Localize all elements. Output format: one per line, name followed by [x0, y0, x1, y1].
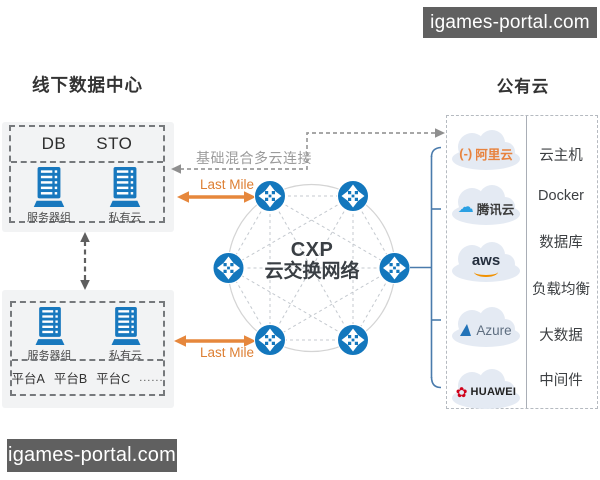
servers-row-bottom: 服务器组 私有云	[12, 307, 163, 363]
alibaba-cloud-logo: (-) 阿里云	[448, 125, 524, 171]
last-mile-arrow-top	[177, 191, 256, 203]
aws-logo: aws	[448, 237, 524, 283]
offline-datacenter-heading: 线下数据中心	[32, 75, 143, 95]
cxp-title: CXP	[290, 239, 334, 261]
offline-datacenter-bottom-panel: 服务器组 私有云	[2, 290, 174, 408]
router-icon	[212, 252, 245, 284]
cloud-icon	[452, 369, 520, 409]
cloud-icon	[452, 242, 520, 282]
provider-alibaba-cloud: (-) 阿里云	[448, 125, 524, 171]
azure-label: Azure	[476, 322, 512, 338]
watermark-bottom-left: igames-portal.com	[7, 439, 177, 472]
router-icon	[378, 252, 411, 284]
panel-divider	[526, 116, 527, 408]
azure-logo: Azure	[448, 302, 524, 348]
platform-c-label: 平台C	[96, 372, 131, 386]
db-label: DB	[41, 134, 67, 153]
platform-a-label: 平台A	[11, 372, 45, 386]
provider-huawei: ✿ HUAWEI	[448, 364, 524, 410]
last-mile-bottom-label: Last Mile	[200, 345, 255, 360]
router-icon	[254, 324, 286, 356]
server-rack-icon	[109, 167, 141, 207]
provider-tencent-cloud: ☁ 腾讯云	[448, 180, 524, 226]
public-cloud-heading: 公有云	[496, 78, 550, 96]
server-rack-icon	[33, 167, 65, 207]
datacenter-bottom-dashed-border: 服务器组 私有云	[10, 301, 165, 396]
aws-smile-icon	[473, 267, 498, 277]
service-cloud-host: 云主机	[539, 148, 583, 164]
datacenter-top-dashed-border: DB STO 服务器	[9, 125, 165, 225]
huawei-logo: ✿ HUAWEI	[448, 364, 524, 410]
server-group-label: 服务器组	[27, 212, 71, 224]
tencent-cloud-logo: ☁ 腾讯云	[448, 180, 524, 226]
cloud-bracket	[410, 146, 442, 389]
alibaba-mark: (-)	[459, 145, 473, 161]
server-rack-icon	[35, 307, 64, 345]
cxp-network-label: CXP 云交换网络	[242, 239, 382, 283]
cloud-icon	[452, 130, 520, 170]
private-cloud-block: 私有云	[94, 167, 156, 225]
db-sto-row: DB STO	[11, 127, 163, 163]
provider-azure: Azure	[448, 302, 524, 348]
huawei-label: HUAWEI	[470, 386, 517, 398]
hybrid-connection-label: 基础混合多云连接	[196, 150, 312, 166]
last-mile-top-label: Last Mile	[200, 177, 255, 192]
server-group-block: 服务器组	[19, 307, 81, 363]
sto-label: STO	[96, 134, 133, 153]
router-icon	[254, 180, 286, 212]
platform-b-label: 平台B	[53, 372, 88, 386]
service-load-balancer: 负载均衡	[532, 282, 590, 298]
service-middleware: 中间件	[539, 373, 583, 389]
tencent-label: 腾讯云	[476, 202, 515, 217]
router-icon	[337, 324, 369, 356]
platform-ellipsis: ......	[139, 371, 164, 384]
platform-row: 平台A 平台B 平台C ......	[11, 359, 164, 394]
server-rack-icon	[111, 307, 140, 345]
watermark-top-right: igames-portal.com	[423, 7, 597, 38]
aws-label: aws	[471, 251, 501, 269]
private-cloud-block: 私有云	[95, 307, 157, 363]
huawei-flower-icon: ✿	[455, 384, 468, 400]
offline-datacenter-top-panel: DB STO 服务器	[2, 122, 174, 232]
datacenter-link-arrow	[80, 232, 90, 290]
server-group-block: 服务器组	[18, 167, 80, 225]
azure-triangle-icon	[460, 324, 472, 336]
service-database: 数据库	[539, 235, 583, 251]
service-big-data: 大数据	[539, 328, 583, 344]
tencent-mark: ☁	[457, 199, 474, 216]
cxp-subtitle: 云交换网络	[264, 261, 360, 282]
servers-row-top: 服务器组 私有云	[11, 167, 163, 225]
provider-aws: aws	[448, 237, 524, 283]
service-docker: Docker	[538, 188, 584, 204]
cloud-icon	[452, 185, 520, 225]
alibaba-label: 阿里云	[475, 147, 513, 162]
private-cloud-label: 私有云	[108, 212, 142, 224]
router-icon	[337, 180, 369, 212]
